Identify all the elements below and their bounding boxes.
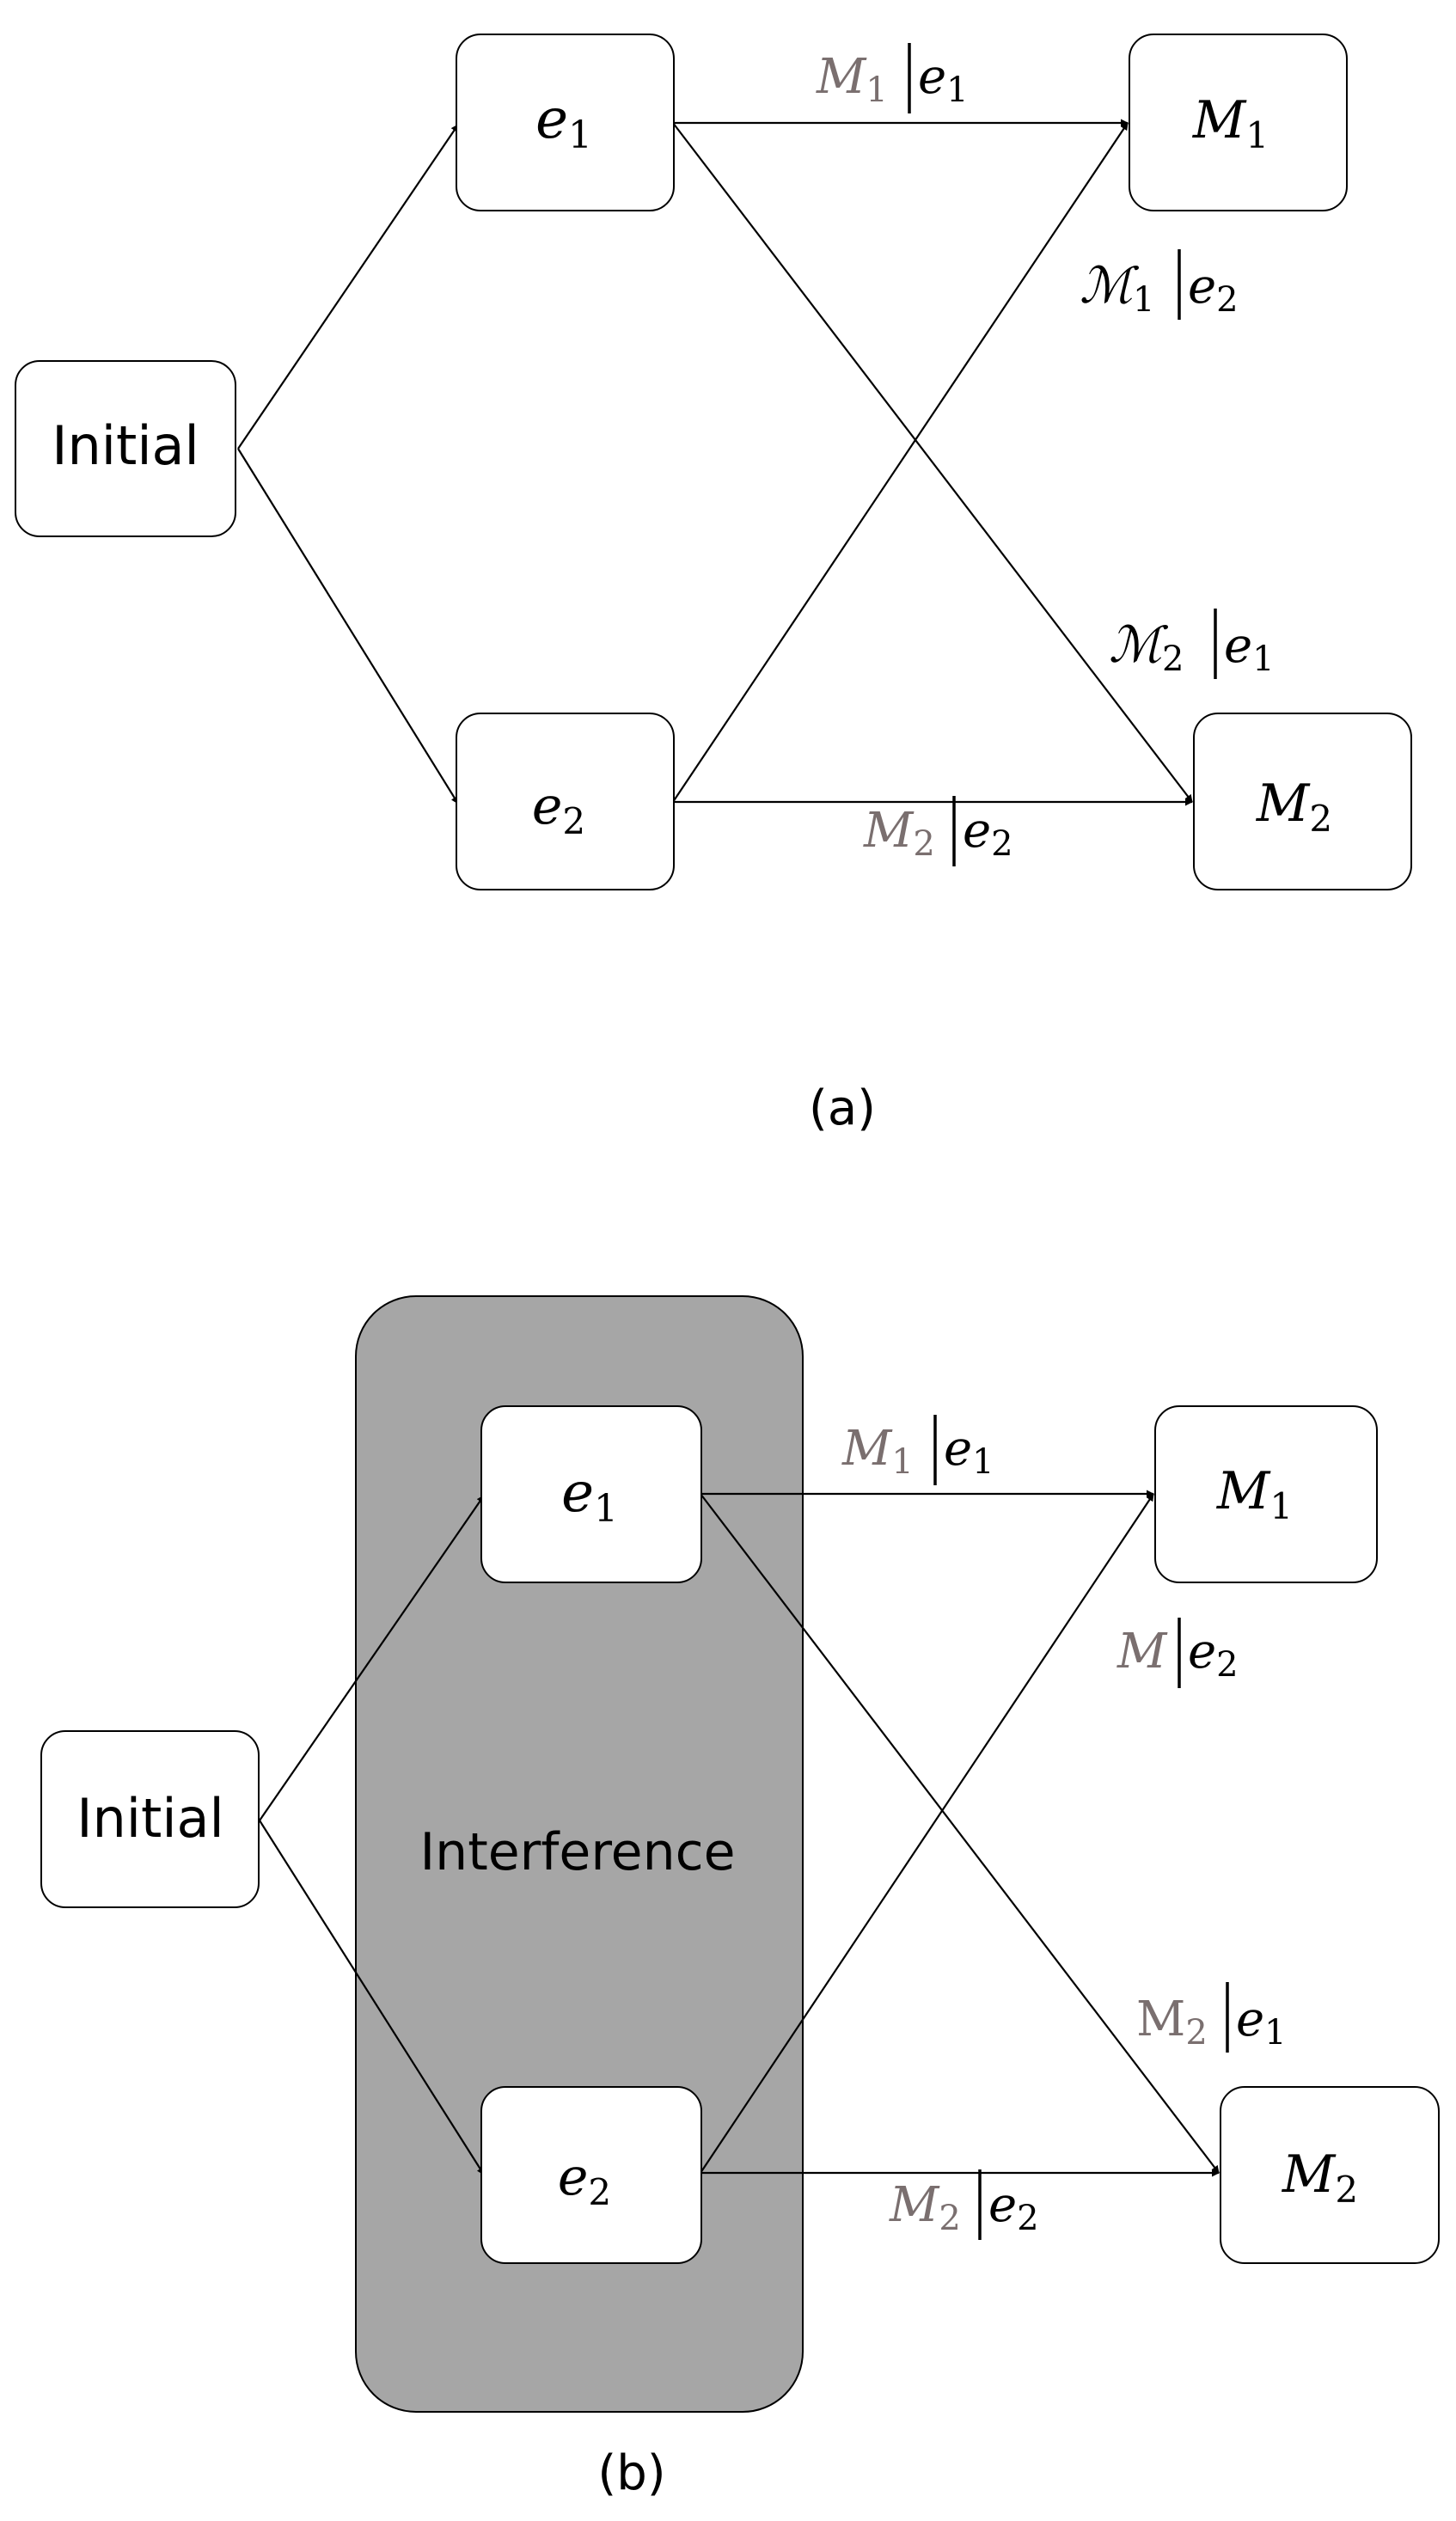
svg-text:M1: M1	[816, 49, 888, 110]
svg-text:M1: M1	[1216, 1461, 1293, 1527]
svg-text:ℳ1: ℳ1	[1080, 256, 1154, 320]
edge-initial-e1	[237, 124, 459, 450]
node-initial-label: Initial	[52, 414, 199, 477]
node-b-initial: Initial	[40, 1730, 260, 1908]
edge-b-e1-m2	[700, 1493, 1220, 2174]
label-a-m2-given-e1: ℳ2 e1	[1109, 609, 1275, 679]
node-b-m1: M1	[1154, 1405, 1378, 1583]
label-a-m1-given-e2: ℳ1 e2	[1080, 249, 1239, 320]
panel-a: Initial e1 e2 M1 M2 M1 e1 ℳ1 e2	[15, 34, 1412, 1136]
label-b-m1-given-e1: M1 e1	[841, 1415, 994, 1485]
edge-e2-m1	[672, 122, 1129, 803]
caption-a: (a)	[809, 1080, 876, 1136]
interference-label: Interference	[419, 1822, 735, 1882]
svg-text:M2: M2	[1136, 1992, 1208, 2053]
svg-text:e2: e2	[1188, 1624, 1239, 1685]
svg-text:M1: M1	[841, 1421, 914, 1482]
svg-text:M: M	[1116, 1624, 1168, 1680]
svg-text:e1: e1	[918, 49, 969, 110]
svg-text:M1: M1	[1192, 90, 1269, 156]
svg-text:M2: M2	[889, 2177, 961, 2238]
edge-b-initial-e2	[259, 1820, 485, 2175]
panel-b: Interference Initial e1 e2 M1 M2	[40, 1295, 1440, 2501]
svg-text:e1: e1	[944, 1421, 994, 1482]
svg-text:e2: e2	[988, 2177, 1039, 2238]
svg-text:M2: M2	[1282, 2145, 1358, 2211]
label-b-m2-given-e1: M2 e1	[1136, 1982, 1287, 2053]
node-b-initial-label: Initial	[76, 1787, 224, 1850]
label-a-m2-given-e2: M2 e2	[863, 796, 1013, 866]
node-e2: e2	[456, 713, 675, 890]
node-m2: M2	[1193, 713, 1412, 890]
svg-text:e2: e2	[532, 776, 585, 842]
svg-text:ℳ2: ℳ2	[1109, 615, 1184, 679]
label-a-m1-given-e1: M1 e1	[816, 43, 969, 113]
node-b-e1: e1	[480, 1405, 702, 1583]
caption-b: (b)	[597, 2445, 665, 2501]
label-b-m2-given-e2: M2 e2	[889, 2169, 1039, 2240]
node-m1: M1	[1129, 34, 1348, 211]
node-initial: Initial	[15, 360, 236, 537]
svg-text:e1: e1	[561, 1461, 618, 1531]
label-b-m-given-e2: M e2	[1116, 1618, 1239, 1688]
node-b-e2: e2	[480, 2086, 702, 2264]
node-b-m2: M2	[1220, 2086, 1440, 2264]
edge-b-initial-e1	[259, 1495, 485, 1821]
svg-text:e1: e1	[1224, 618, 1275, 679]
node-e1: e1	[456, 34, 675, 211]
edge-e1-m2	[672, 122, 1193, 803]
edge-initial-e2	[237, 448, 459, 805]
svg-text:e1: e1	[1236, 1992, 1287, 2053]
svg-text:M2: M2	[1256, 774, 1332, 840]
svg-text:e2: e2	[1188, 259, 1239, 320]
svg-text:e2: e2	[963, 803, 1013, 864]
svg-text:e1: e1	[535, 88, 592, 157]
svg-text:e2: e2	[558, 2147, 611, 2213]
edge-b-e2-m1	[700, 1493, 1154, 2174]
svg-text:M2: M2	[863, 803, 935, 864]
